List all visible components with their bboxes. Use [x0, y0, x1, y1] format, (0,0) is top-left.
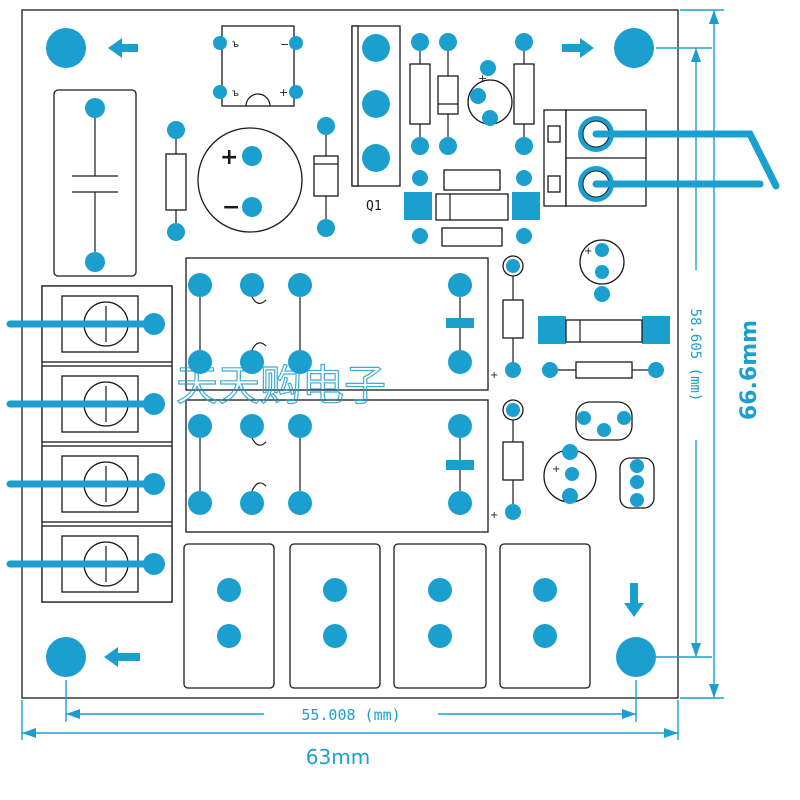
polarity-plus: + [478, 72, 487, 85]
led-indicator [502, 399, 524, 520]
svg-text:ъ: ъ [232, 88, 239, 99]
relay: + [185, 399, 498, 533]
smd-diode [538, 316, 670, 344]
polarity-plus: + [220, 145, 238, 170]
relay: + [185, 257, 498, 391]
output-terminal-block [183, 543, 275, 689]
arrow-right-icon [562, 38, 594, 58]
svg-text:66.6mm: 66.6mm [737, 320, 762, 420]
watermark: 天天购电子 [176, 361, 386, 410]
resistor [513, 33, 535, 155]
mounting-hole-bottom-right [616, 637, 656, 677]
film-capacitor [53, 89, 137, 277]
svg-text:58.605 (mm): 58.605 (mm) [687, 309, 703, 402]
mounting-hole-top-left [46, 28, 86, 68]
output-terminal-block [289, 543, 381, 689]
svg-text:63mm: 63mm [306, 745, 370, 769]
transistor-small [575, 401, 633, 441]
led-indicator [502, 255, 524, 378]
wire [592, 130, 780, 190]
arrow-left-icon [104, 647, 140, 667]
transistor-label: Q1 [366, 199, 382, 214]
polarity-plus: + [490, 510, 498, 521]
electrolytic-capacitor-small: + [543, 444, 597, 504]
arrow-down-icon [624, 583, 644, 617]
polarity-plus: + [279, 86, 288, 99]
screw-terminal-2 [543, 109, 647, 207]
polarity-plus: + [552, 464, 560, 475]
screw-terminal-4 [41, 285, 173, 603]
board-outline [21, 9, 679, 699]
transistor-small: + [467, 60, 513, 126]
svg-text:ъ: ъ [232, 39, 239, 50]
resistor [165, 121, 187, 241]
electrolytic-capacitor: + − [197, 127, 303, 233]
dimension-hole-spacing-vertical: 58.605 (mm) [656, 47, 712, 658]
transistor-q1: Q1 [351, 25, 401, 214]
resistor [409, 33, 431, 155]
output-terminal-block [499, 543, 591, 689]
mounting-hole-top-right [614, 28, 654, 68]
electrolytic-capacitor-small: + [579, 239, 625, 302]
bridge-rectifier: ъ ъ − + [213, 25, 303, 107]
polarity-plus: + [584, 246, 592, 257]
diode [313, 117, 339, 237]
polarity-minus: − [280, 38, 289, 51]
mounting-hole-bottom-left [46, 637, 86, 677]
dimension-board-height: 66.6mm [680, 9, 762, 699]
polarity-plus: + [490, 370, 498, 381]
dimension-hole-spacing-horizontal: 55.008 (mm) [65, 680, 637, 724]
polarity-minus: − [222, 195, 240, 220]
svg-text:55.008 (mm): 55.008 (mm) [301, 706, 400, 724]
smd-diode [404, 169, 540, 247]
dimension-board-width: 63mm [21, 700, 679, 769]
resistor [542, 361, 664, 379]
output-terminal-block [393, 543, 487, 689]
transistor-small [619, 457, 655, 509]
arrow-left-icon [108, 38, 138, 58]
diode [437, 33, 459, 155]
